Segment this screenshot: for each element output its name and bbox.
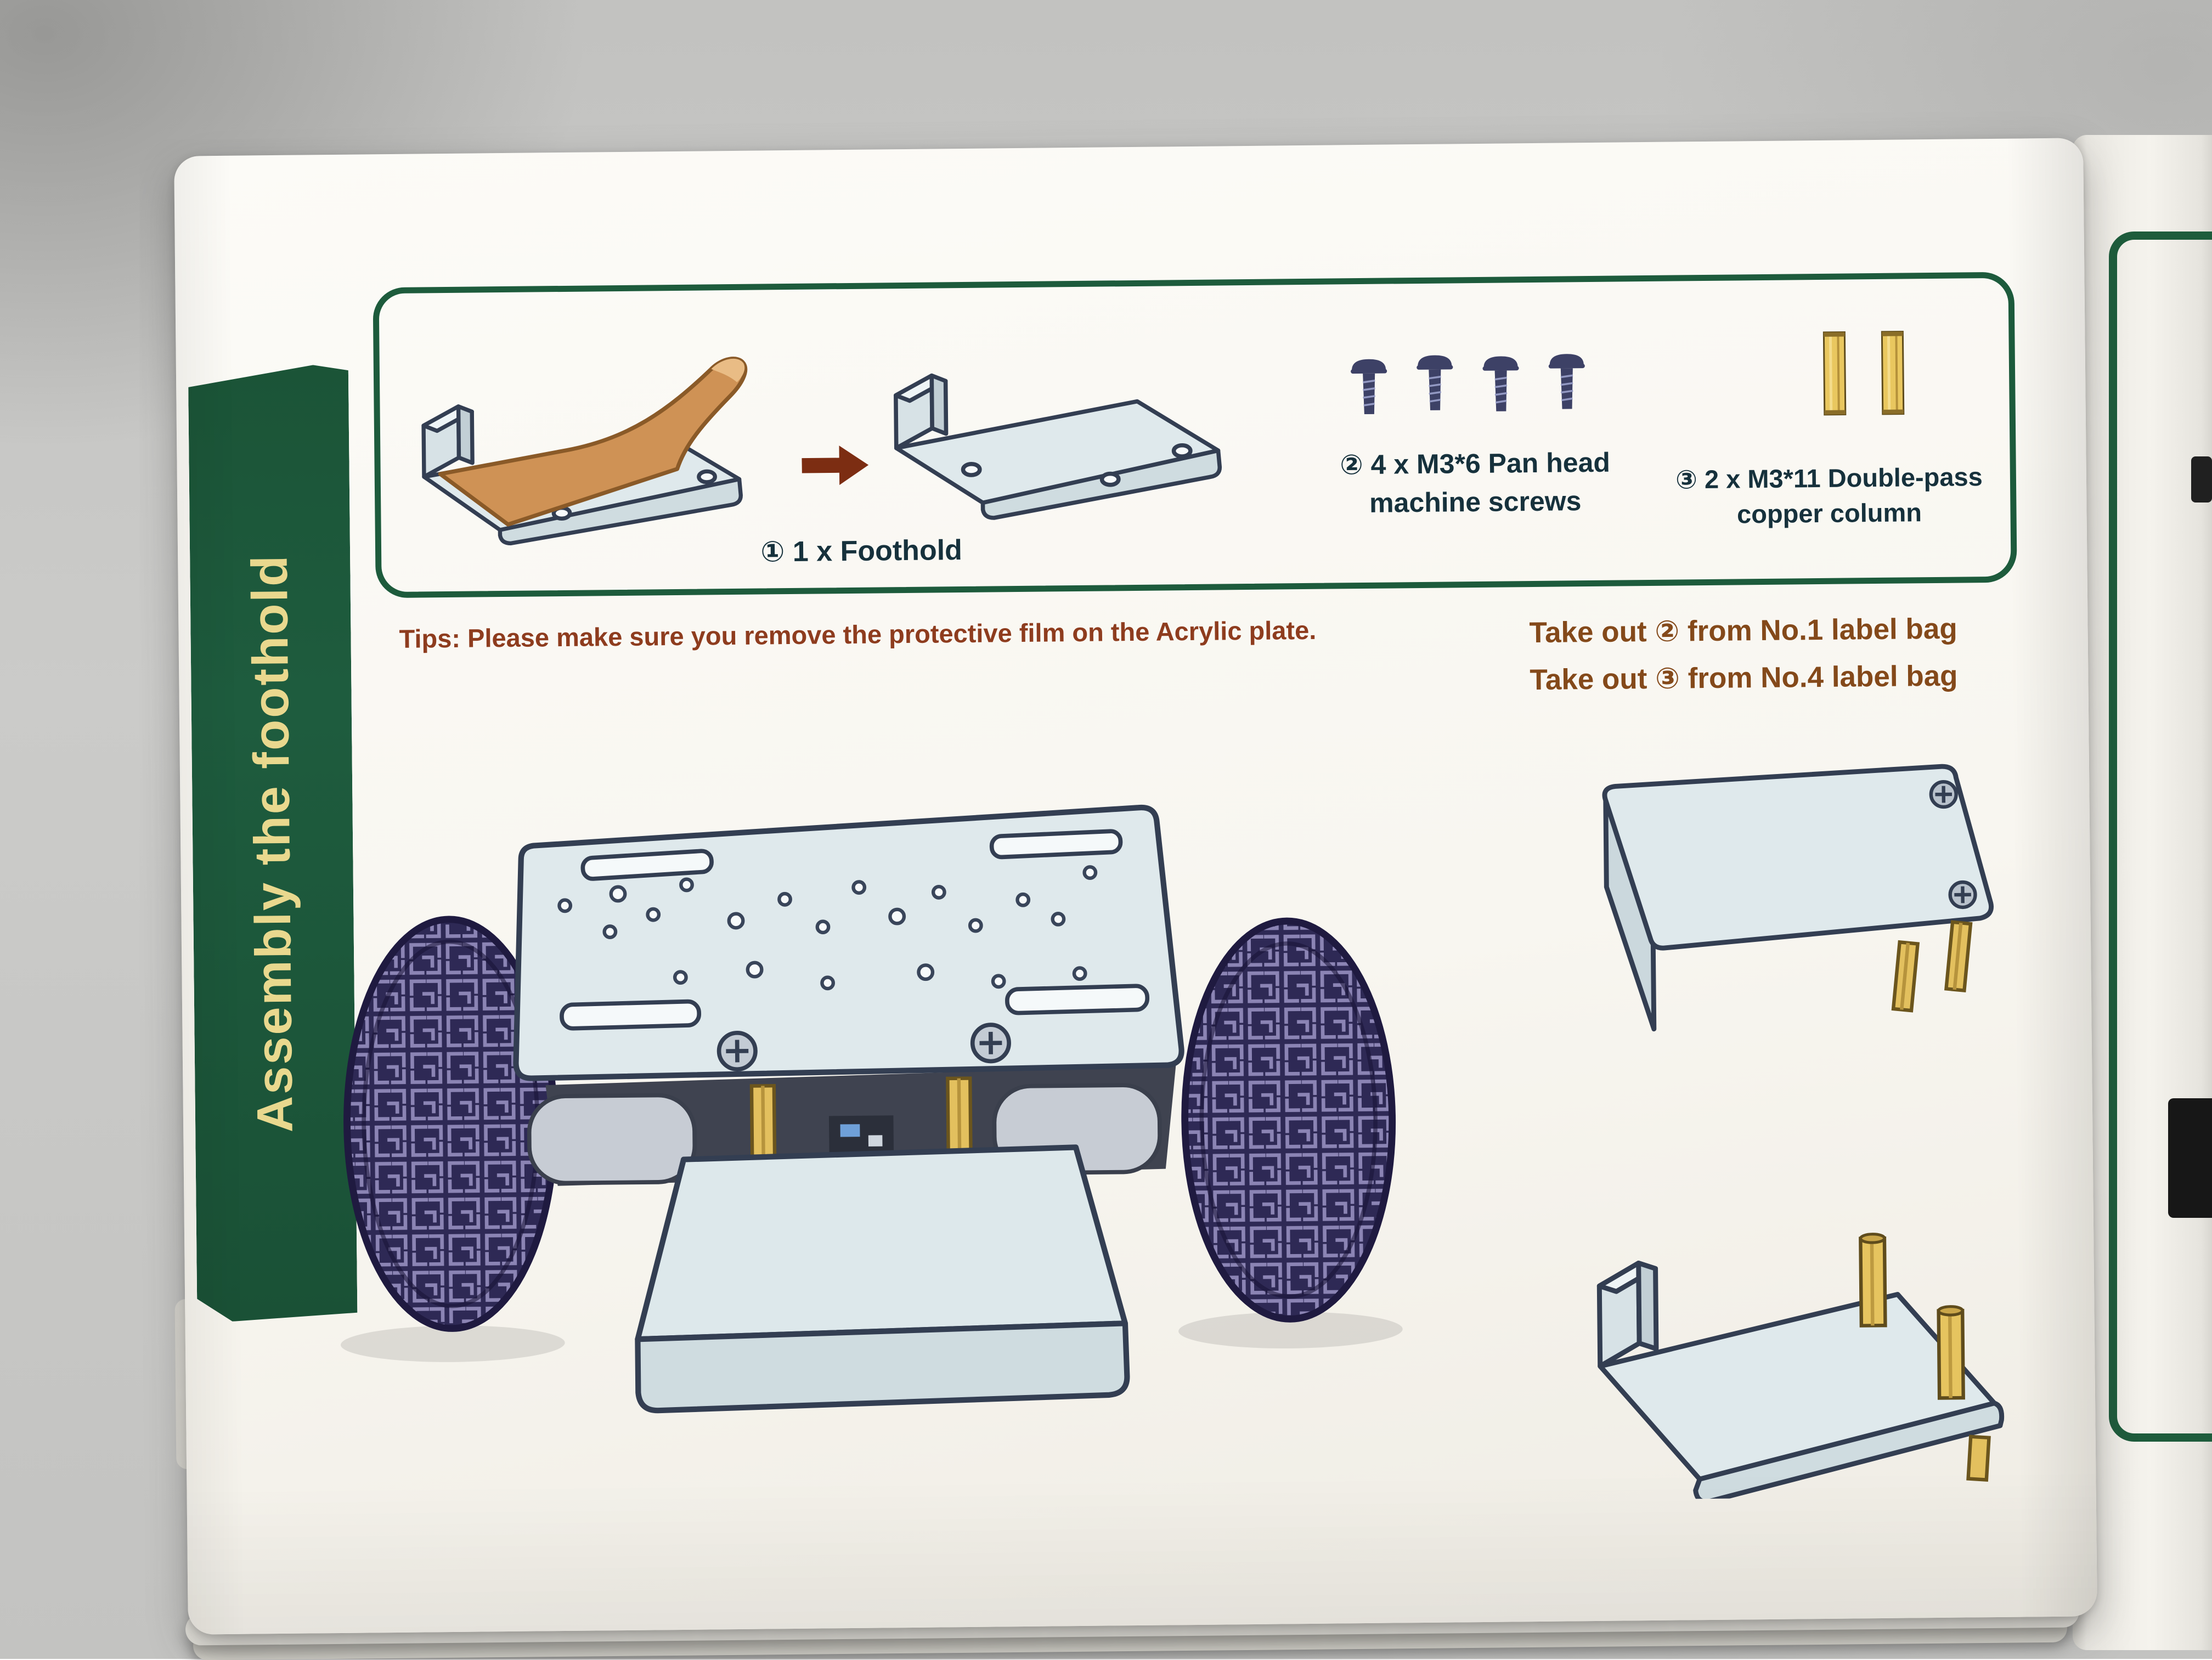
screws-illustration [1339,343,1606,430]
takeout-note-2: Take out ③ from No.4 label bag [1530,651,2079,704]
takeout-note-1: Take out ② from No.1 label bag [1529,604,2078,657]
screws-label: ② 4 x M3*6 Pan head machine screws [1258,442,1692,523]
foothold-mounted [636,1147,1127,1411]
copper-columns-label-line1: ③ 2 x M3*11 Double-pass [1637,459,2022,498]
standoff-columns [1893,922,1972,1010]
copper-column [1939,1306,1963,1398]
foothold-illustration [873,334,1263,525]
section-tab: Assembly the foothold [188,365,358,1322]
copper-screw-below [1968,1437,1989,1480]
motor-left [529,1095,695,1183]
copper-column-icon [1824,332,1845,415]
screws-label-line1: ② 4 x M3*6 Pan head [1258,442,1692,485]
next-page-photo-fragment-small [2191,456,2212,502]
foothold-screws-diagram [1528,758,2006,1069]
foothold-with-film-illustration [398,327,791,548]
foothold-label: ① 1 x Foothold [691,533,1032,569]
peel-arrow-icon [802,444,870,487]
copper-columns-illustration [1804,324,1933,424]
manual-page: Assembly the foothold [174,138,2097,1634]
parts-panel: ① 1 x Foothold [373,272,2017,598]
section-tab-label: Assembly the foothold [241,554,304,1133]
copper-column-icon [1882,332,1903,414]
chassis-illustration [332,785,1432,1497]
copper-columns-label: ③ 2 x M3*11 Double-pass copper column [1637,459,2022,533]
copper-columns-label-line2: copper column [1637,494,2022,533]
next-page-photo-fragment [2168,1098,2212,1218]
wheel-right [1183,920,1394,1320]
screws-label-line2: machine screws [1259,481,1692,523]
next-page-frame-border [2109,232,2212,1442]
top-plate [514,807,1182,1079]
tips-text: Tips: Please make sure you remove the pr… [399,613,1523,654]
foothold-columns-diagram [1548,1187,2015,1500]
takeout-notes: Take out ② from No.1 label bag Take out … [1529,604,2079,704]
screw-icon [1351,354,1585,414]
copper-column [1860,1234,1885,1326]
